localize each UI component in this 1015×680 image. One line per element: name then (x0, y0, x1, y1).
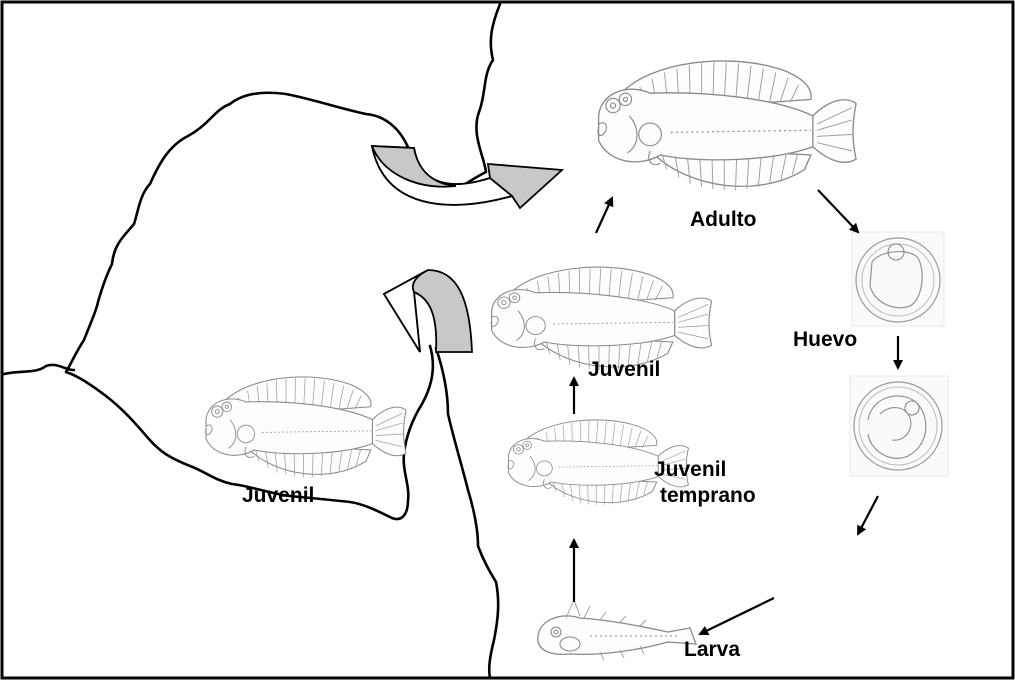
estuary-juvenile-fish (206, 377, 406, 477)
label-adulto: Adulto (690, 208, 756, 232)
label-huevo: Huevo (793, 328, 857, 352)
egg-developing (850, 376, 948, 476)
larva-fish (538, 600, 696, 660)
coastline-right-shore (436, 348, 498, 678)
adult-flatfish (598, 61, 856, 190)
cycle-arrow-egg-to-larva (858, 496, 878, 534)
cycle-arrow-adult-to-egg (818, 190, 858, 232)
label-juvenil-temprano-line2: temprano (660, 484, 756, 508)
label-juvenil-estuary: Juvenil (242, 484, 314, 508)
label-juvenil-cycle: Juvenil (588, 358, 660, 382)
juvenile-fish (491, 267, 711, 370)
coastline-left-branch (4, 365, 74, 374)
label-juvenil-temprano-line1: Juvenil (654, 458, 726, 482)
egg-early (852, 232, 944, 326)
cycle-arrow-juvenile-to-adult (596, 198, 612, 233)
label-larva: Larva (684, 638, 740, 662)
cycle-arrow-to-larva (700, 598, 774, 634)
